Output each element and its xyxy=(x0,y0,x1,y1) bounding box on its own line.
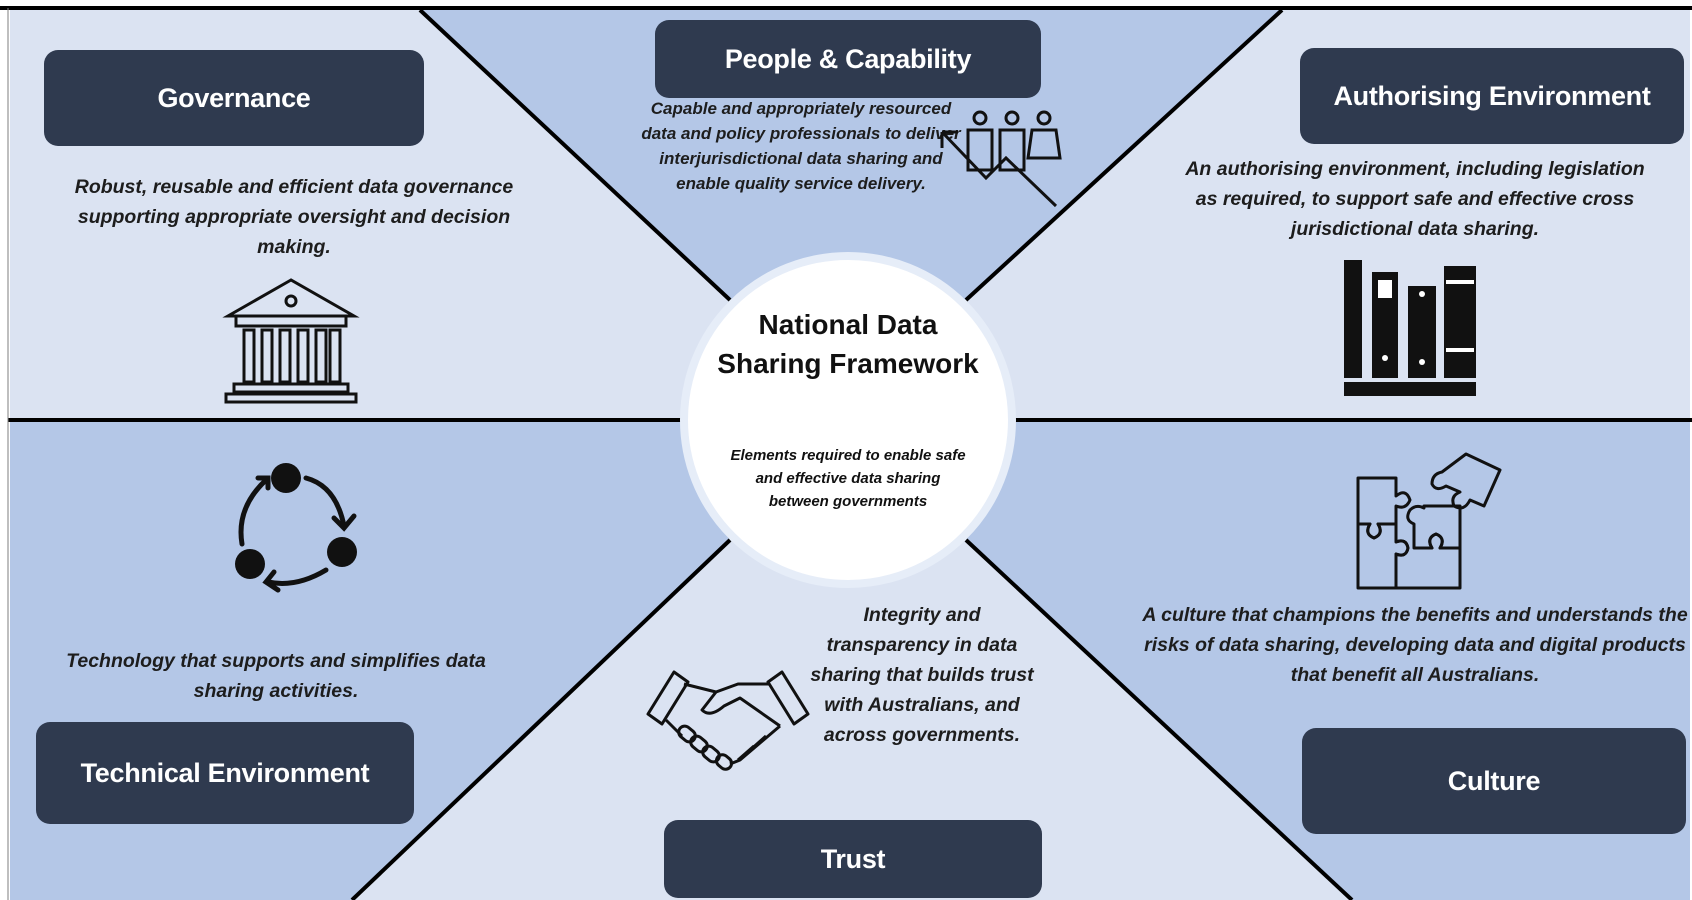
people-capability-description: Capable and appropriately resourced data… xyxy=(641,99,961,193)
culture-title: Culture xyxy=(1302,728,1686,834)
panel-trust xyxy=(352,540,1352,900)
people-capability-title: People & Capability xyxy=(655,20,1041,98)
technical-environment-description: Technology that supports and simplifies … xyxy=(66,650,486,702)
cycle-nodes-icon xyxy=(235,463,357,593)
technical-environment-title: Technical Environment xyxy=(36,722,414,824)
governance-title: Governance xyxy=(44,50,424,146)
handshake-icon xyxy=(646,670,810,771)
trust-description: Integrity and transparency in data shari… xyxy=(810,604,1034,746)
culture-description: A culture that champions the benefits an… xyxy=(1142,604,1688,686)
government-building-icon xyxy=(222,278,360,404)
governance-description: Robust, reusable and efficient data gove… xyxy=(74,176,514,258)
trust-title: Trust xyxy=(664,820,1042,898)
puzzle-icon xyxy=(1356,452,1502,590)
divider-lines xyxy=(0,6,1692,900)
people-growth-icon xyxy=(940,110,1062,208)
center-subtitle: Elements required to enable safe and eff… xyxy=(730,447,966,510)
authorising-environment-description: An authorising environment, including le… xyxy=(1185,158,1645,240)
authorising-environment-title: Authorising Environment xyxy=(1300,48,1684,144)
center-circle xyxy=(680,252,1016,588)
panel-people-capability xyxy=(420,10,1282,300)
center-title: National Data Sharing Framework xyxy=(717,309,979,379)
books-icon xyxy=(1344,260,1476,396)
